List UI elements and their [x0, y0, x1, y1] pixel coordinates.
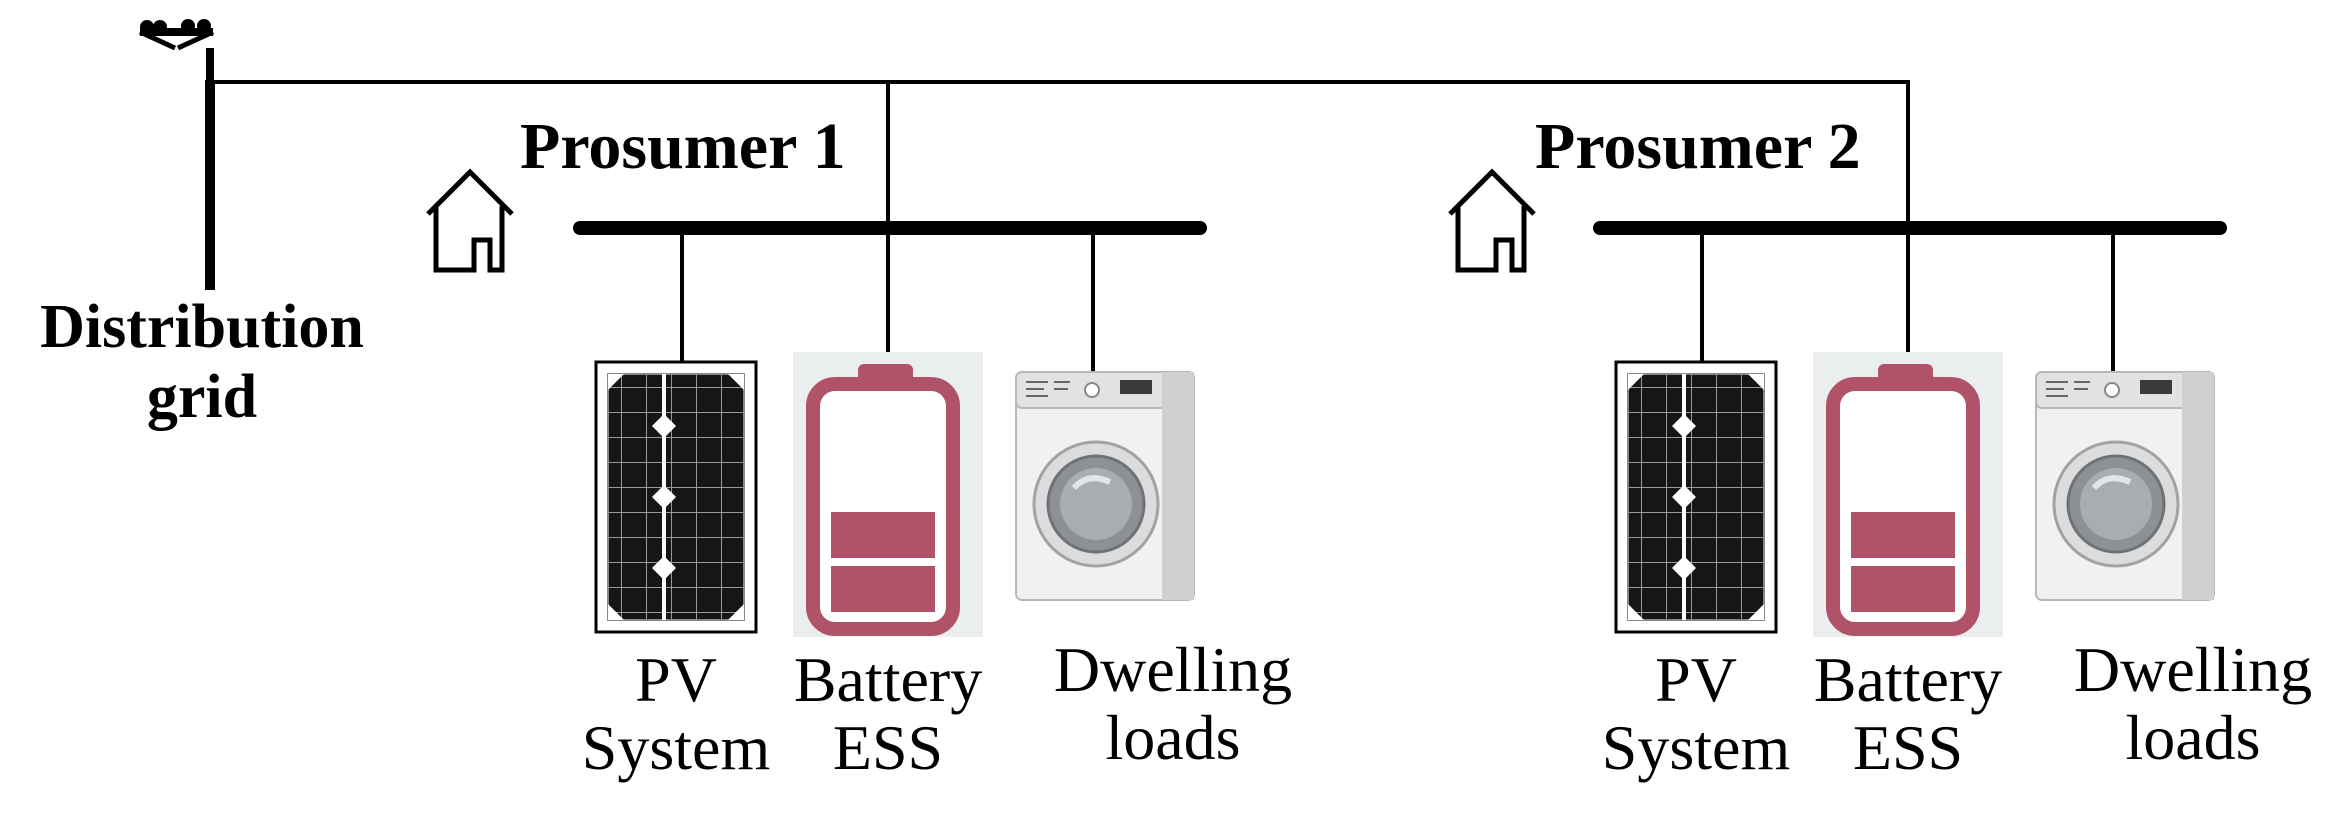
battery-icon — [1813, 352, 2003, 637]
pv-system-label: PV System — [581, 644, 771, 783]
solar-panel-icon — [594, 360, 758, 634]
washing-machine-icon — [2036, 372, 2214, 600]
utility-pole-icon — [138, 19, 215, 290]
dwelling-loads-label: Dwelling loads — [2073, 634, 2313, 773]
prosumer-1-group — [428, 172, 1207, 637]
prosumer-2-group — [1450, 172, 2227, 637]
battery-icon — [793, 352, 983, 637]
solar-panel-icon — [1614, 360, 1778, 634]
prosumer-2-title: Prosumer 2 — [1535, 110, 1861, 183]
pv-system-label: PV System — [1601, 644, 1791, 783]
house-icon — [428, 172, 512, 270]
distribution-grid-label: Distribution grid — [40, 293, 364, 431]
dwelling-loads-label: Dwelling loads — [1053, 634, 1293, 773]
washing-machine-icon — [1016, 372, 1194, 600]
prosumer-1-title: Prosumer 1 — [520, 110, 846, 183]
feeder-line — [210, 80, 1910, 235]
battery-ess-label: Battery ESS — [1813, 644, 2003, 783]
battery-ess-label: Battery ESS — [793, 644, 983, 783]
house-icon — [1450, 172, 1534, 270]
